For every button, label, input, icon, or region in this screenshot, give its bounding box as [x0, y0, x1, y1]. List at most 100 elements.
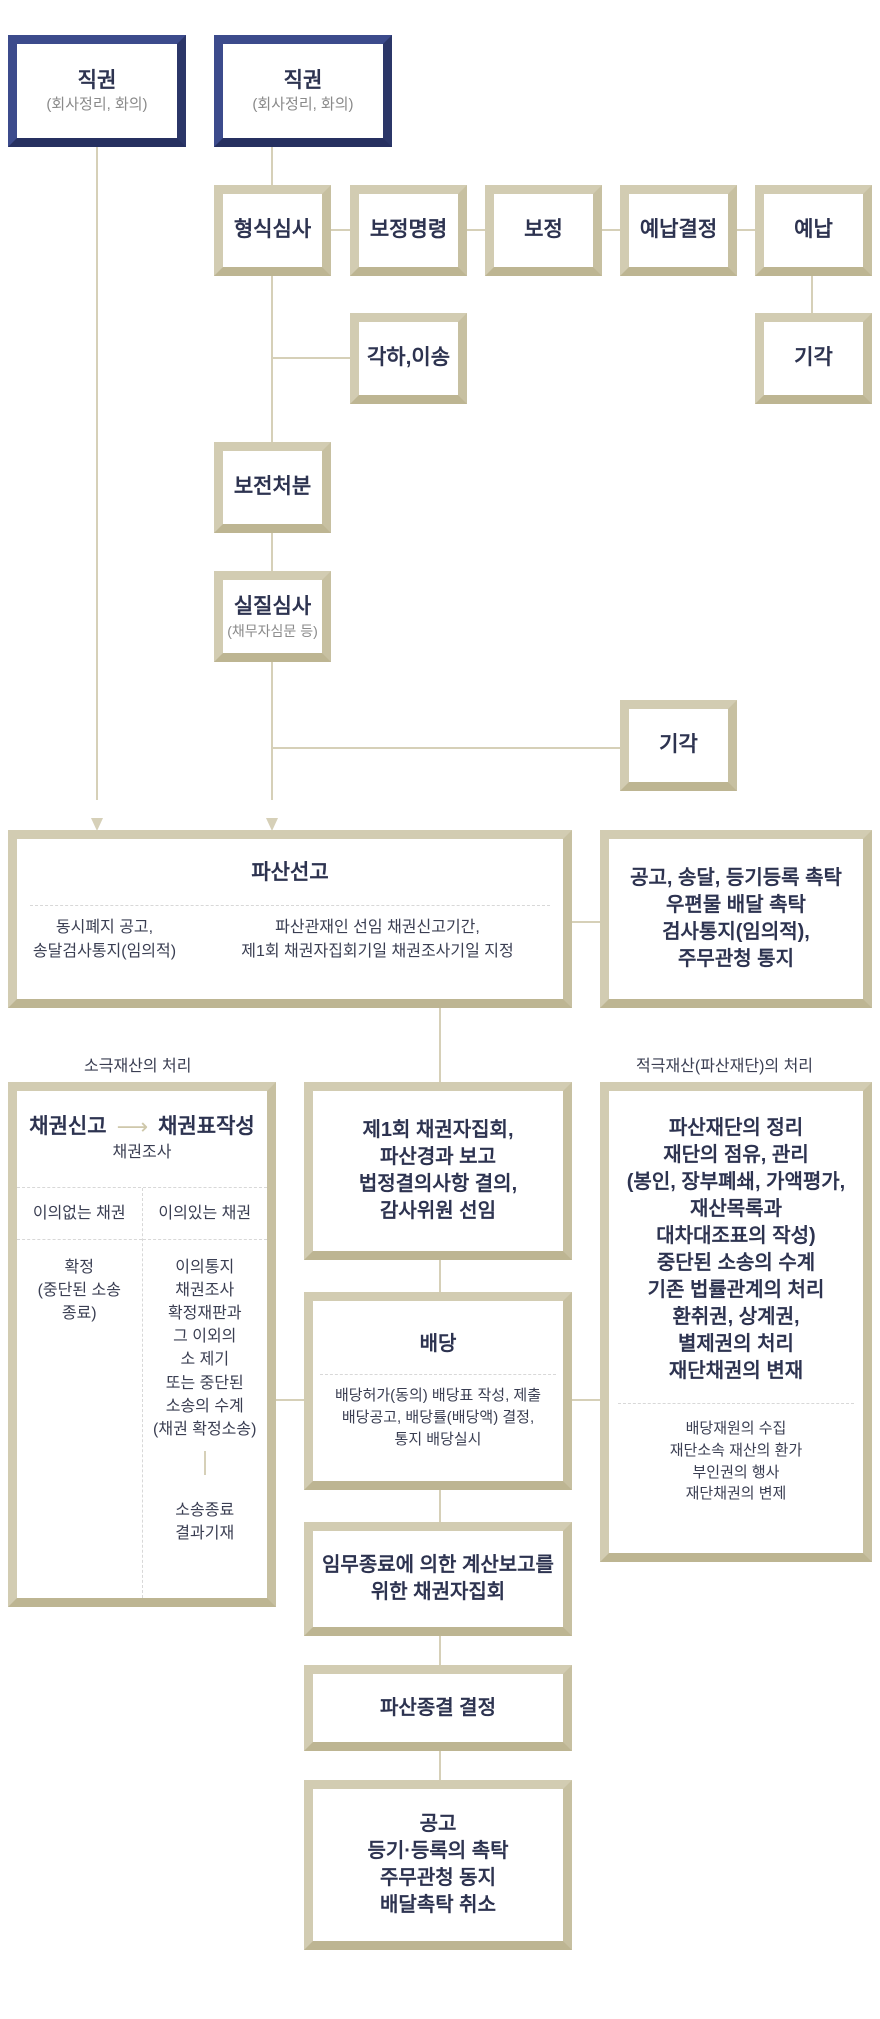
estate-line-2: 재단의 점유, 관리 — [663, 1144, 809, 1166]
closing-decision-label: 파산종결 결정 — [380, 1696, 496, 1719]
first-meeting-box: 제1회 채권자집회, 파산경과 보고 법정결의사항 결의, 감사위원 선임 — [304, 1082, 572, 1260]
top-left-box: 직권 (회사정리, 화의) — [8, 35, 186, 147]
substantive-review-title: 실질심사 — [233, 595, 312, 619]
estate-line-4: 재산목록과 — [689, 1198, 782, 1220]
formal-review-label: 형식심사 — [233, 218, 312, 242]
bankruptcy-left-line-1: 동시폐지 공고, — [55, 919, 154, 937]
bankruptcy-left-line-2: 송달검사통지(임의적) — [32, 942, 177, 960]
closing-decision-box: 파산종결 결정 — [304, 1665, 572, 1751]
estate-sub-line-4: 재단채권의 변제 — [685, 1485, 787, 1503]
top-left-sub: (회사정리, 화의) — [46, 96, 148, 114]
confirm-line-1: 확정 — [64, 1258, 94, 1276]
reject-box-2: 기각 — [620, 700, 737, 791]
estate-box: 파산재단의 정리 재단의 점유, 관리 (봉인, 장부폐쇄, 가액평가, 재산목… — [600, 1082, 872, 1562]
claims-divider-1 — [17, 1186, 267, 1188]
preservation-label: 보전처분 — [233, 475, 312, 499]
final-notice-line-2: 등기·등록의 촉탁 — [367, 1840, 509, 1862]
deposit-decision-box: 예납결정 — [620, 185, 737, 276]
deposit-label: 예납 — [794, 218, 833, 242]
claims-divider-2 — [17, 1238, 142, 1240]
claims-divider-3 — [142, 1238, 267, 1240]
claim-report-label: 채권신고 — [29, 1115, 107, 1138]
reject-label-1: 기각 — [794, 346, 833, 370]
objection-step-2: 채권조사 — [175, 1281, 235, 1299]
bankruptcy-divider — [30, 905, 550, 907]
first-meeting-line-3: 법정결의사항 결의, — [358, 1173, 518, 1195]
objection-step-4: 그 이외의 — [173, 1328, 237, 1346]
estate-sub-line-3: 부인권의 행사 — [692, 1463, 780, 1481]
notice-line-3: 검사통지(임의적), — [662, 921, 810, 943]
final-meeting-line-2: 위한 채권자집회 — [370, 1581, 506, 1603]
first-meeting-line-1: 제1회 채권자집회, — [362, 1119, 514, 1141]
correction-order-box: 보정명령 — [350, 185, 467, 276]
estate-line-1: 파산재단의 정리 — [668, 1117, 804, 1139]
final-notice-line-3: 주무관청 동지 — [380, 1867, 496, 1889]
preservation-box: 보전처분 — [214, 442, 331, 533]
notice-line-2: 우편물 배달 촉탁 — [666, 894, 806, 916]
top-left-title: 직권 — [77, 69, 117, 93]
estate-line-5: 대차대조표의 작성) — [656, 1225, 816, 1247]
objection-label: 이의있는 채권 — [158, 1204, 252, 1222]
final-notice-box: 공고 등기·등록의 촉탁 주무관청 동지 배달촉탁 취소 — [304, 1780, 572, 1950]
estate-sub-line-1: 배당재원의 수집 — [685, 1420, 787, 1437]
estate-line-7: 기존 법률관계의 처리 — [647, 1279, 825, 1301]
arrow-down-line — [203, 1451, 206, 1476]
distribution-line-3: 통지 배당실시 — [394, 1430, 482, 1448]
bankruptcy-declaration-box: 파산선고 동시폐지 공고, 송달검사통지(임의적) 파산관재인 선임 채권신고기… — [8, 830, 572, 1008]
claims-box: 채권신고 ⟶ 채권표작성 채권조사 이의없는 채권 확정 (중단된 소송 종료)… — [8, 1082, 276, 1607]
objection-step-6: 또는 중단된 — [165, 1374, 244, 1392]
confirm-line-3: 종료) — [61, 1305, 97, 1323]
notice-box: 공고, 송달, 등기등록 촉탁 우편물 배달 촉탁 검사통지(임의적), 주무관… — [600, 830, 872, 1008]
objection-step-3: 확정재판과 — [167, 1305, 242, 1323]
claim-table-label: 채권표작성 — [158, 1115, 255, 1138]
estate-line-3: (봉인, 장부폐쇄, 가액평가, — [626, 1171, 846, 1193]
arrow-right-icon: ⟶ — [116, 1114, 149, 1140]
deposit-box: 예납 — [755, 185, 872, 276]
confirm-line-2: (중단된 소송 — [37, 1281, 121, 1299]
substantive-review-box: 실질심사 (채무자심문 등) — [214, 571, 331, 662]
bankruptcy-declaration-title: 파산선고 — [251, 861, 329, 884]
top-right-sub: (회사정리, 화의) — [252, 96, 354, 114]
reject-label-2: 기각 — [659, 733, 698, 757]
final-meeting-box: 임무종료에 의한 계산보고를 위한 채권자집회 — [304, 1522, 572, 1636]
notice-line-4: 주무관청 통지 — [678, 948, 794, 970]
estate-line-6: 중단된 소송의 수계 — [656, 1252, 816, 1274]
claim-investigation-label: 채권조사 — [112, 1144, 172, 1162]
end-line-2: 결과기재 — [175, 1525, 235, 1543]
correction-box: 보정 — [485, 185, 602, 276]
passive-assets-label: 소극재산의 처리 — [84, 1058, 192, 1075]
correction-label: 보정 — [524, 218, 563, 242]
estate-line-8: 환취권, 상계권, — [672, 1306, 800, 1328]
objection-step-8: (채권 확정소송) — [153, 1421, 257, 1439]
dismiss-transfer-box: 각하,이송 — [350, 313, 467, 404]
reject-box-1: 기각 — [755, 313, 872, 404]
final-meeting-line-1: 임무종료에 의한 계산보고를 — [322, 1554, 554, 1576]
bankruptcy-right-line-1: 파산관재인 선임 채권신고기간, — [275, 919, 480, 937]
formal-review-box: 형식심사 — [214, 185, 331, 276]
distribution-box: 배당 배당허가(동의) 배당표 작성, 제출 배당공고, 배당률(배당액) 결정… — [304, 1292, 572, 1490]
final-notice-line-4: 배달촉탁 취소 — [380, 1894, 496, 1916]
estate-line-10: 재단채권의 변재 — [668, 1360, 804, 1382]
distribution-line-2: 배당공고, 배당률(배당액) 결정, — [341, 1409, 535, 1427]
dismiss-transfer-label: 각하,이송 — [366, 346, 451, 370]
objection-step-5: 소 제기 — [180, 1351, 230, 1369]
objection-step-7: 소송의 수계 — [165, 1397, 244, 1415]
substantive-review-sub: (채무자심문 등) — [227, 622, 318, 639]
no-objection-label: 이의없는 채권 — [32, 1204, 126, 1222]
deposit-decision-label: 예납결정 — [639, 218, 718, 242]
estate-line-9: 별제권의 처리 — [678, 1333, 794, 1355]
active-assets-label: 적극재산(파산재단)의 처리 — [636, 1058, 814, 1075]
end-line-1: 소송종료 — [175, 1502, 235, 1520]
notice-line-1: 공고, 송달, 등기등록 촉탁 — [630, 867, 842, 889]
correction-order-label: 보정명령 — [369, 218, 448, 242]
first-meeting-line-4: 감사위원 선임 — [380, 1200, 496, 1222]
top-right-title: 직권 — [283, 69, 323, 93]
distribution-line-1: 배당허가(동의) 배당표 작성, 제출 — [334, 1387, 542, 1405]
distribution-divider — [320, 1374, 556, 1376]
bankruptcy-right-line-2: 제1회 채권자집회기일 채권조사기일 지정 — [241, 942, 514, 960]
top-right-box: 직권 (회사정리, 화의) — [214, 35, 392, 147]
estate-sub-line-2: 재단소속 재산의 환가 — [669, 1441, 803, 1459]
final-notice-line-1: 공고 — [419, 1813, 457, 1835]
estate-divider — [618, 1403, 854, 1404]
objection-step-1: 이의통지 — [175, 1258, 235, 1276]
